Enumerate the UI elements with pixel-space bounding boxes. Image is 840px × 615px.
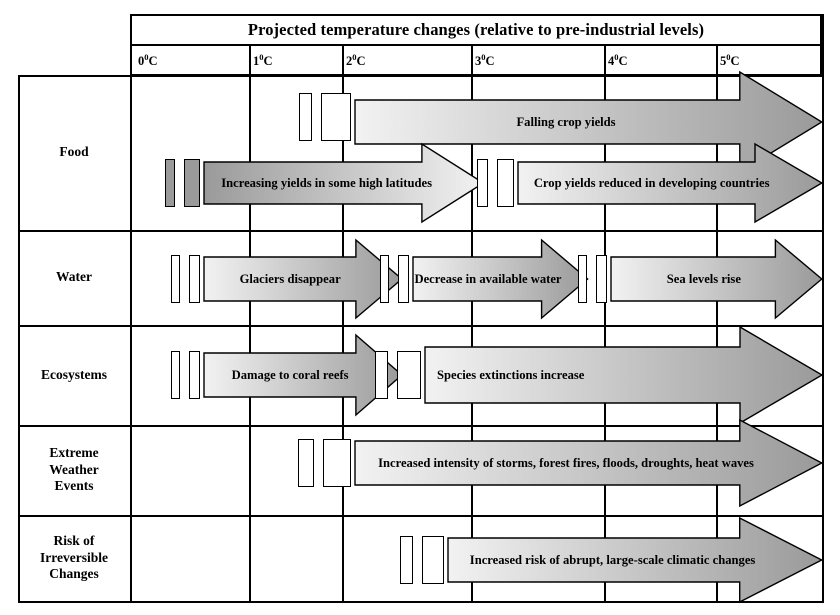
row-label-food: Food <box>18 75 130 230</box>
row-separator-0 <box>18 75 824 77</box>
tick-value: 5 <box>720 54 727 68</box>
impact-marker-sea-levels-rise-1 <box>596 255 608 303</box>
row-separator-2 <box>18 325 824 327</box>
label-column-divider <box>130 75 132 601</box>
tick-value: 1 <box>253 54 260 68</box>
tick-unit: C <box>263 54 273 68</box>
impact-marker-increased-intensity-of-storms-forest-fires-flo-1 <box>323 439 352 487</box>
axis-tick-3: 30C <box>475 51 495 69</box>
axis-tick-1: 10C <box>253 51 273 69</box>
impact-marker-species-extinctions-increase-0 <box>375 351 388 399</box>
arrow-shape <box>518 144 822 222</box>
tick-value: 2 <box>346 54 353 68</box>
impact-marker-falling-crop-yields-0 <box>299 93 313 141</box>
axis-tick-2: 20C <box>346 51 366 69</box>
row-label-text: Food <box>59 144 89 160</box>
impact-marker-increased-risk-of-abrupt-large-scale-climatic--0 <box>400 536 414 584</box>
gridline-5c <box>716 44 718 601</box>
tick-unit: C <box>730 54 740 68</box>
impact-marker-increased-risk-of-abrupt-large-scale-climatic--1 <box>422 536 445 584</box>
row-label-text: Ecosystems <box>41 366 107 382</box>
impact-marker-falling-crop-yields-1 <box>321 93 352 141</box>
arrow-shape <box>204 335 402 415</box>
tick-value: 3 <box>475 54 482 68</box>
gridline-1c <box>249 44 251 601</box>
impact-arrow-glaciers-disappear: Glaciers disappear <box>204 240 402 318</box>
impact-marker-glaciers-disappear-0 <box>170 255 180 303</box>
impact-marker-damage-to-coral-reefs-0 <box>170 351 180 399</box>
tick-value: 4 <box>608 54 615 68</box>
row-label-ecosystems: Ecosystems <box>18 325 130 425</box>
impact-marker-increasing-yields-in-some-high-latitudes-0 <box>164 159 175 207</box>
tick-degree: 0 <box>481 51 486 62</box>
impact-marker-species-extinctions-increase-1 <box>397 351 421 399</box>
axis-tick-0: 00C <box>138 51 158 69</box>
impact-marker-decrease-in-available-water-0 <box>380 255 390 303</box>
tick-degree: 0 <box>144 51 149 62</box>
impact-arrow-increasing-yields-in-some-high-latitudes: Increasing yields in some high latitudes <box>204 144 483 222</box>
frame-left <box>18 75 20 601</box>
tick-unit: C <box>618 54 628 68</box>
tick-degree: 0 <box>614 51 619 62</box>
impact-arrow-damage-to-coral-reefs: Damage to coral reefs <box>204 335 402 415</box>
arrow-shape <box>204 144 483 222</box>
impact-marker-crop-yields-reduced-in-developing-countries-0 <box>477 159 489 207</box>
impact-marker-increased-intensity-of-storms-forest-fires-flo-0 <box>298 439 315 487</box>
row-separator-3 <box>18 425 824 427</box>
impact-marker-damage-to-coral-reefs-1 <box>188 351 200 399</box>
arrow-shape <box>425 327 822 423</box>
impact-marker-decrease-in-available-water-1 <box>398 255 410 303</box>
axis-tick-4: 40C <box>608 51 628 69</box>
arrow-shape <box>355 72 822 172</box>
axis-tick-5: 50C <box>720 51 740 69</box>
impact-marker-sea-levels-rise-0 <box>578 255 588 303</box>
arrow-shape <box>413 240 588 318</box>
arrow-shape <box>448 518 822 602</box>
frame-right <box>822 75 824 601</box>
arrow-shape <box>355 420 822 506</box>
tick-degree: 0 <box>259 51 264 62</box>
tick-degree: 0 <box>352 51 357 62</box>
row-separator-4 <box>18 515 824 517</box>
impact-arrow-decrease-in-available-water: Decrease in available water <box>413 240 588 318</box>
arrow-shape <box>204 240 402 318</box>
axis-baseline <box>130 44 824 46</box>
row-separator-1 <box>18 230 824 232</box>
row-label-text: Water <box>56 269 92 285</box>
impact-arrow-species-extinctions-increase: Species extinctions increase <box>425 327 822 423</box>
gridline-3c <box>471 44 473 601</box>
tick-unit: C <box>356 54 366 68</box>
row-separator-5 <box>18 601 824 603</box>
gridline-2c <box>342 44 344 601</box>
tick-unit: C <box>485 54 495 68</box>
impact-marker-glaciers-disappear-1 <box>188 255 200 303</box>
arrow-shape <box>611 240 822 318</box>
impact-arrow-sea-levels-rise: Sea levels rise <box>611 240 822 318</box>
impact-marker-crop-yields-reduced-in-developing-countries-1 <box>497 159 515 207</box>
impact-arrow-crop-yields-reduced-in-developing-countries: Crop yields reduced in developing countr… <box>518 144 822 222</box>
tick-unit: C <box>148 54 158 68</box>
page-title: Projected temperature changes (relative … <box>247 20 705 39</box>
row-label-water: Water <box>18 230 130 325</box>
impact-arrow-increased-intensity-of-storms-forest-fires-flo: Increased intensity of storms, forest fi… <box>355 420 822 506</box>
tick-value: 0 <box>138 54 145 68</box>
impact-arrow-increased-risk-of-abrupt-large-scale-climatic-: Increased risk of abrupt, large-scale cl… <box>448 518 822 602</box>
impact-marker-increasing-yields-in-some-high-latitudes-1 <box>183 159 200 207</box>
tick-degree: 0 <box>726 51 731 62</box>
gridline-4c <box>604 44 606 601</box>
